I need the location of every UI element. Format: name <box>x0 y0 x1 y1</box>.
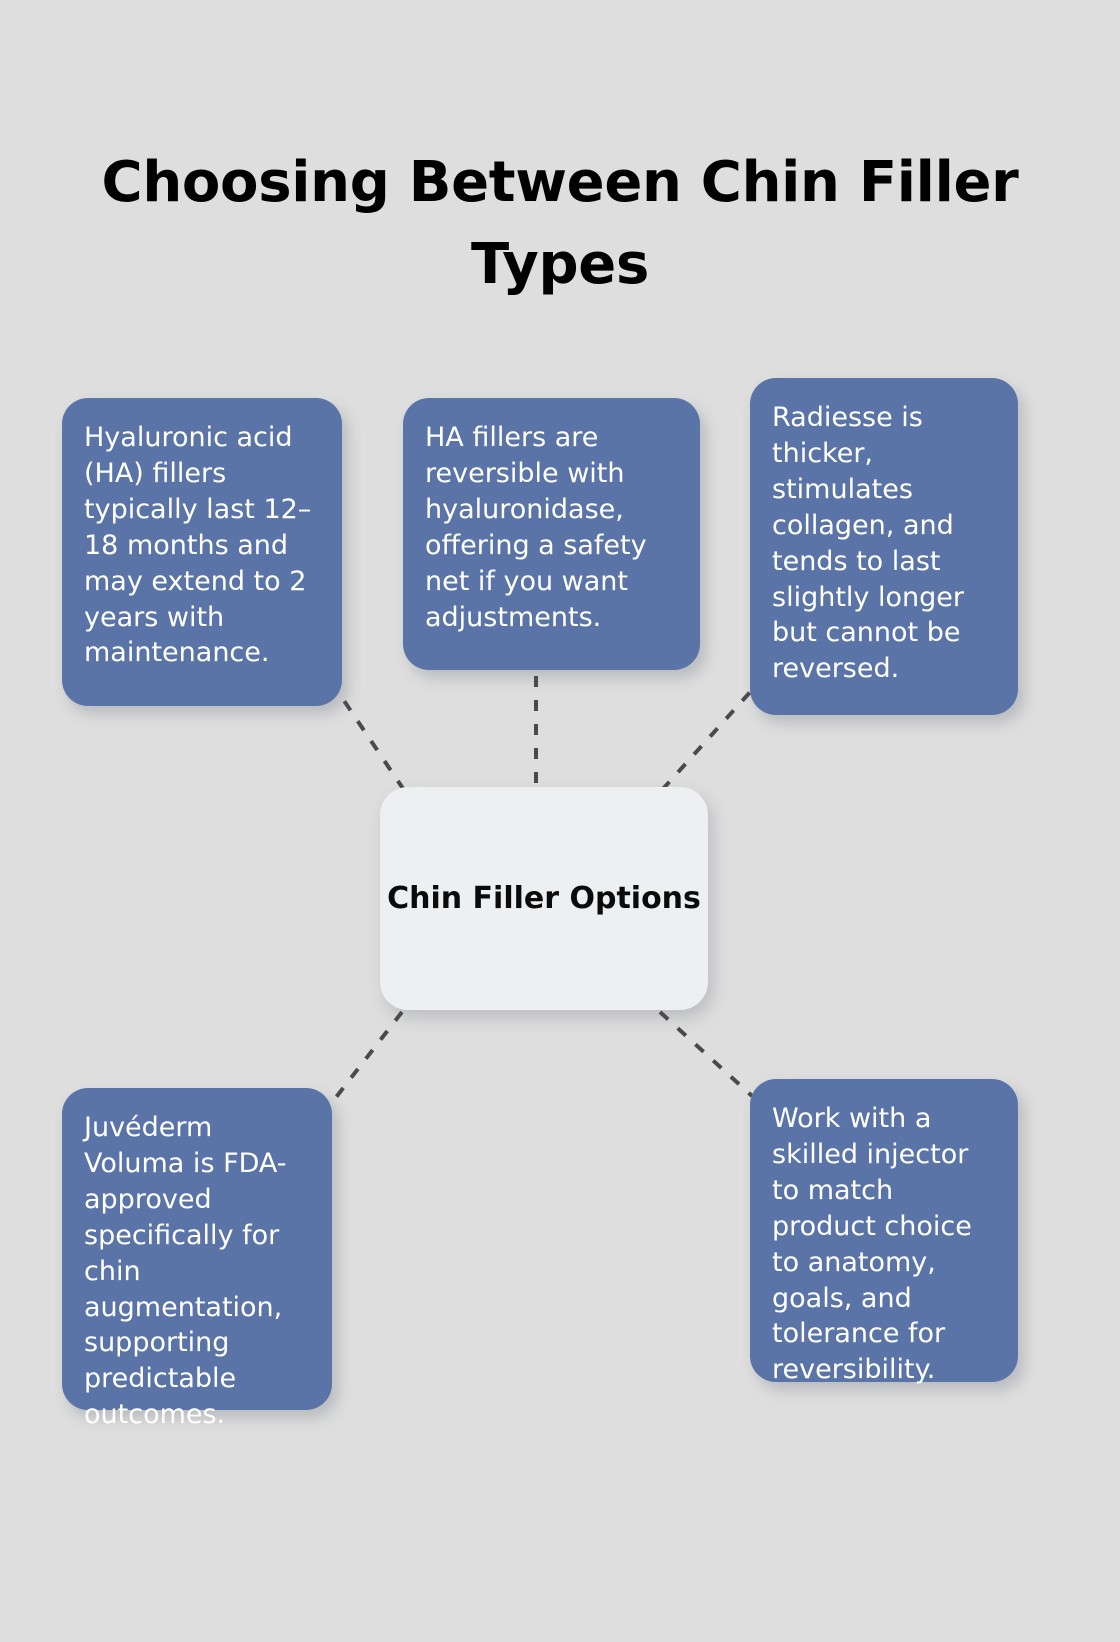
node-injector[interactable]: Work with a skilled injector to match pr… <box>750 1079 1018 1385</box>
node-injector-text: Work with a skilled injector to match pr… <box>772 1103 972 1386</box>
node-ha-duration-text: Hyaluronic acid (HA) fillers typically l… <box>84 422 312 669</box>
node-voluma-text: Juvéderm Voluma is FDA-approved specific… <box>84 1112 287 1431</box>
node-center-label: Chin Filler Options <box>387 880 701 916</box>
connector-center-to-radiesse <box>660 688 754 792</box>
node-center-chin-filler-options[interactable]: Chin Filler Options <box>380 787 708 1010</box>
node-ha-duration[interactable]: Hyaluronic acid (HA) fillers typically l… <box>62 398 342 706</box>
connector-center-to-voluma <box>318 1010 404 1120</box>
node-voluma[interactable]: Juvéderm Voluma is FDA-approved specific… <box>62 1088 332 1430</box>
node-radiesse[interactable]: Radiesse is thicker, stimulates collagen… <box>750 378 1018 715</box>
connector-center-to-injector <box>658 1010 754 1098</box>
node-ha-reversible-text: HA fillers are reversible with hyaluroni… <box>425 422 647 633</box>
page-title: Choosing Between Chin Filler Types <box>101 149 1019 298</box>
node-ha-reversible[interactable]: HA fillers are reversible with hyaluroni… <box>403 398 700 670</box>
node-radiesse-text: Radiesse is thicker, stimulates collagen… <box>772 402 964 685</box>
